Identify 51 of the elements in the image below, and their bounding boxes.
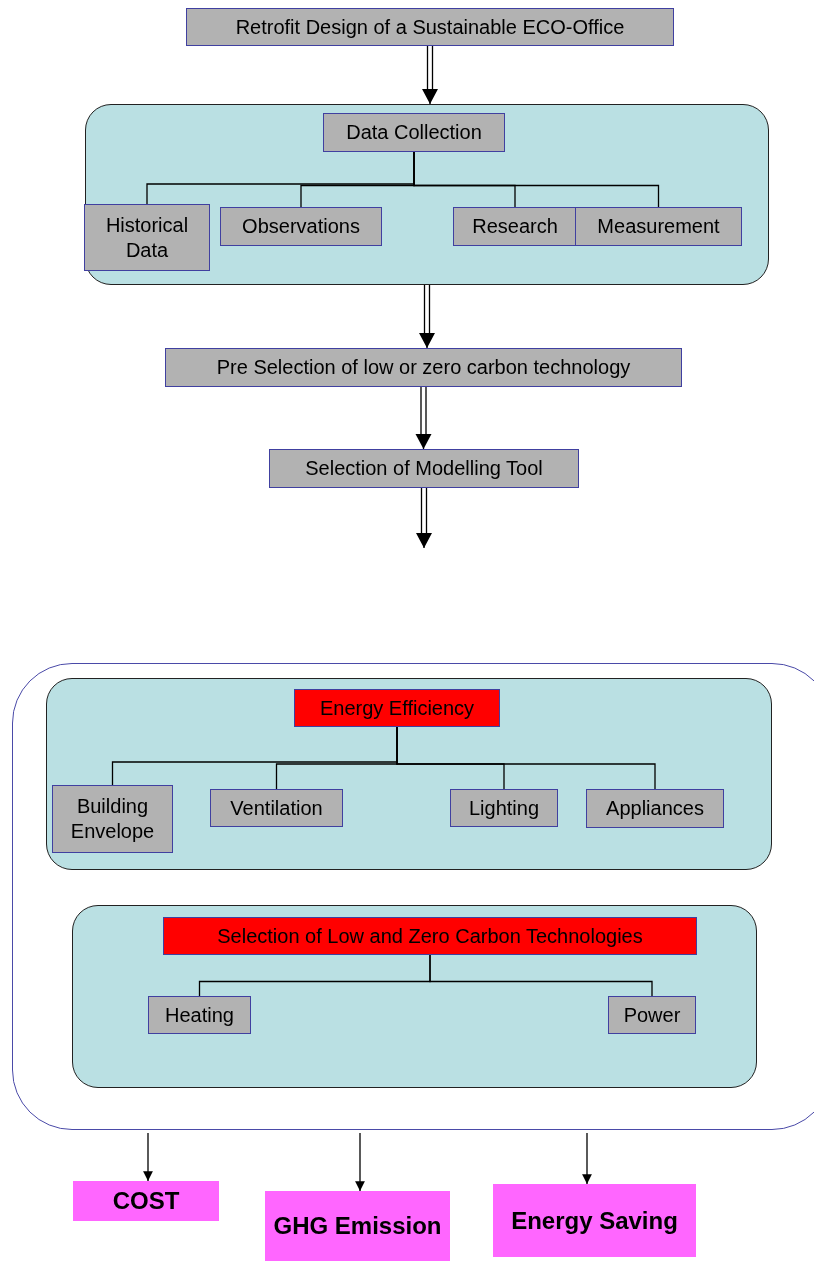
box-label: Data Collection <box>346 120 482 145</box>
arrow <box>419 284 435 349</box>
process-box <box>608 996 696 1034</box>
arrow <box>422 45 438 105</box>
outcome-box <box>73 1181 219 1221</box>
arrow <box>416 487 432 549</box>
connector-line <box>429 954 653 997</box>
box-label: Energy Efficiency <box>319 695 475 721</box>
box-label: Pre Selection of low or zero carbon technology <box>216 355 631 380</box>
heading-box <box>163 917 697 955</box>
group-panel <box>85 104 769 285</box>
outcome-box <box>265 1191 450 1261</box>
box-label: Appliances <box>606 796 704 821</box>
group-panel <box>46 678 772 870</box>
box-label: Power <box>623 1002 681 1028</box>
heading-box <box>294 689 500 727</box>
process-box <box>220 207 382 246</box>
process-box <box>52 785 173 853</box>
process-box <box>586 789 724 828</box>
box-label: Energy Saving <box>511 1205 678 1236</box>
process-box <box>450 789 558 827</box>
process-box <box>210 789 343 827</box>
process-box <box>186 8 674 46</box>
process-box <box>575 207 742 246</box>
process-box <box>84 204 210 271</box>
box-label: Selection of Modelling Tool <box>305 456 543 481</box>
box-label: Research <box>472 214 558 239</box>
box-label: Lighting <box>468 795 540 821</box>
process-box <box>148 996 251 1034</box>
box-label: Observations <box>242 214 360 239</box>
box-label: Historical Data <box>104 212 190 263</box>
outcome-box <box>493 1184 696 1257</box>
box-label: COST <box>112 1186 180 1217</box>
group-panel <box>72 905 757 1088</box>
box-label: Measurement <box>597 214 720 239</box>
process-box <box>165 348 682 387</box>
arrow <box>143 1132 153 1182</box>
process-box <box>323 113 505 152</box>
process-box <box>453 207 577 246</box>
box-label: Selection of Low and Zero Carbon Technologies <box>217 923 643 949</box>
connector-line <box>413 151 660 208</box>
connector-line <box>396 726 656 790</box>
arrow <box>415 386 432 450</box>
box-label: Ventilation <box>230 795 323 821</box>
box-label: Retrofit Design of a Sustainable ECO-Office <box>235 14 625 40</box>
process-box <box>269 449 579 488</box>
arrow <box>355 1132 365 1192</box>
box-label: Heating <box>165 1002 234 1028</box>
arrow <box>582 1132 592 1185</box>
box-label: GHG Emission <box>273 1211 442 1242</box>
box-label: Building Envelope <box>69 794 156 844</box>
